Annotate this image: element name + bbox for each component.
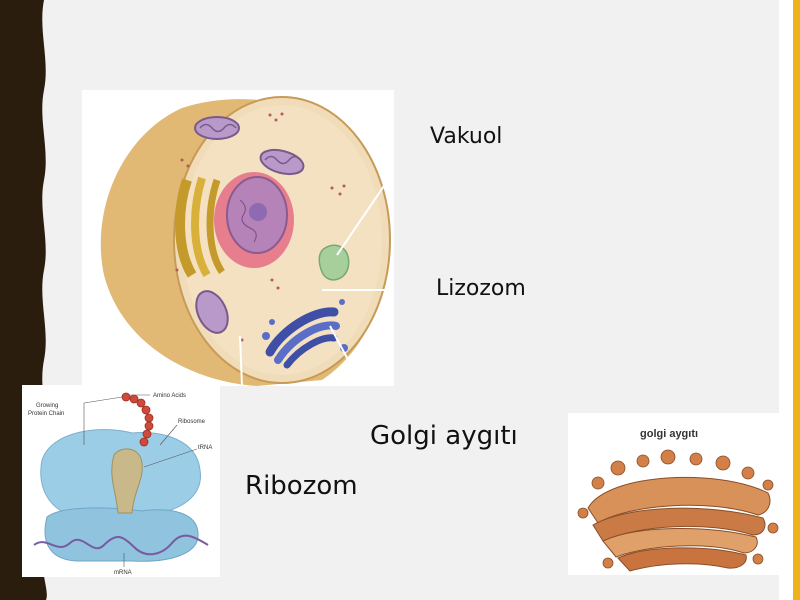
vacuole-label: Vakuol (430, 124, 503, 149)
ribosome-small-label: Ribosome (178, 419, 206, 425)
growing-chain-label-1: Growing (36, 403, 58, 409)
golgi-label: Golgi aygıtı (370, 421, 518, 451)
amino-acids-label: Amino Acids (153, 393, 186, 399)
golgi-figure-title: golgi aygıtı (640, 428, 698, 440)
trna-label: tRNA (198, 445, 212, 451)
lysosome-label: Lizozom (436, 276, 526, 301)
animal-cell-illustration (82, 90, 394, 386)
ribosome-illustration: Amino Acids Growing Protein Chain Riboso… (22, 385, 220, 577)
growing-chain-label-2: Protein Chain (28, 411, 64, 417)
golgi-illustration: golgi aygıtı (568, 413, 786, 575)
mrna-label: mRNA (114, 570, 132, 576)
ribosome-label: Ribozom (245, 471, 358, 501)
